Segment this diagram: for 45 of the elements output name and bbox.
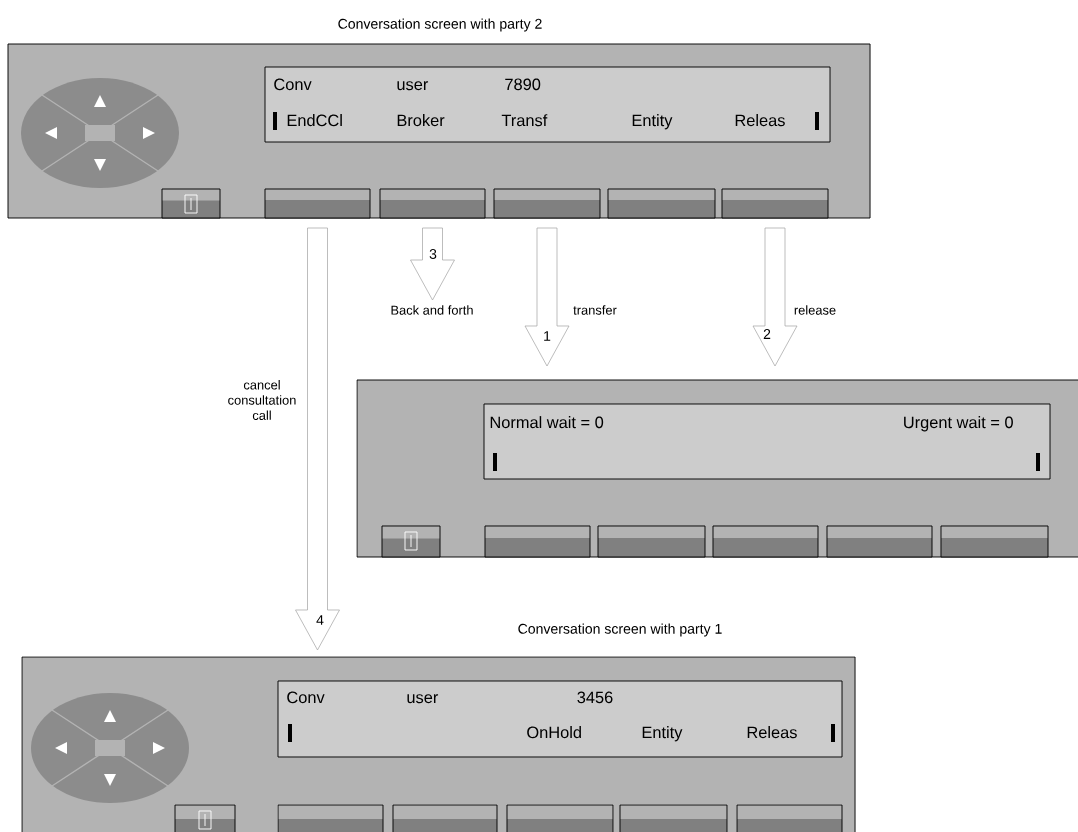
display-text: 3456 bbox=[577, 691, 613, 704]
block-arrow bbox=[295, 227, 340, 651]
display-text: Normal wait = 0 bbox=[490, 416, 604, 429]
block-arrow bbox=[752, 227, 798, 367]
display-text: Releas bbox=[735, 114, 785, 127]
softkey bbox=[607, 188, 716, 219]
edge-label: cancel consultation call bbox=[219, 378, 305, 422]
softkey bbox=[264, 188, 371, 219]
softkey bbox=[484, 525, 591, 558]
display-text: Transf bbox=[501, 114, 548, 127]
screen-heading: Conversation screen with party 2 bbox=[338, 18, 542, 32]
step-number: 1 bbox=[544, 331, 551, 341]
display-text: Releas bbox=[747, 726, 797, 739]
display-text: Conv bbox=[287, 691, 325, 704]
softkey bbox=[619, 804, 728, 832]
softkey bbox=[721, 188, 829, 219]
softkey bbox=[379, 188, 486, 219]
edge-label: transfer bbox=[572, 304, 618, 316]
display-text: user bbox=[407, 694, 439, 704]
block-arrow bbox=[410, 227, 455, 301]
display-text: user bbox=[397, 81, 429, 91]
display-text: Broker bbox=[397, 114, 445, 127]
edge-label: Back and forth bbox=[389, 304, 475, 316]
step-number: 4 bbox=[316, 615, 324, 625]
display-text: EndCCl bbox=[287, 114, 342, 127]
softkey bbox=[712, 525, 819, 558]
screen-heading: Conversation screen with party 1 bbox=[518, 623, 722, 637]
display-text: 7890 bbox=[505, 78, 541, 91]
step-number: 3 bbox=[429, 249, 437, 259]
softkey bbox=[736, 804, 843, 832]
display-text: OnHold bbox=[527, 726, 581, 739]
display-text: Urgent wait = 0 bbox=[904, 416, 1013, 432]
softkey bbox=[506, 804, 614, 832]
step-number: 2 bbox=[763, 329, 771, 339]
softkey bbox=[597, 525, 706, 558]
display-text: Entity bbox=[632, 114, 673, 130]
edge-label: release bbox=[792, 304, 838, 316]
softkey bbox=[940, 525, 1049, 558]
softkey bbox=[826, 525, 933, 558]
softkey bbox=[392, 804, 498, 832]
softkey bbox=[493, 188, 601, 219]
display-text: Entity bbox=[642, 726, 683, 742]
display-text: Conv bbox=[274, 78, 312, 91]
softkey bbox=[277, 804, 384, 832]
block-arrow bbox=[524, 227, 570, 367]
